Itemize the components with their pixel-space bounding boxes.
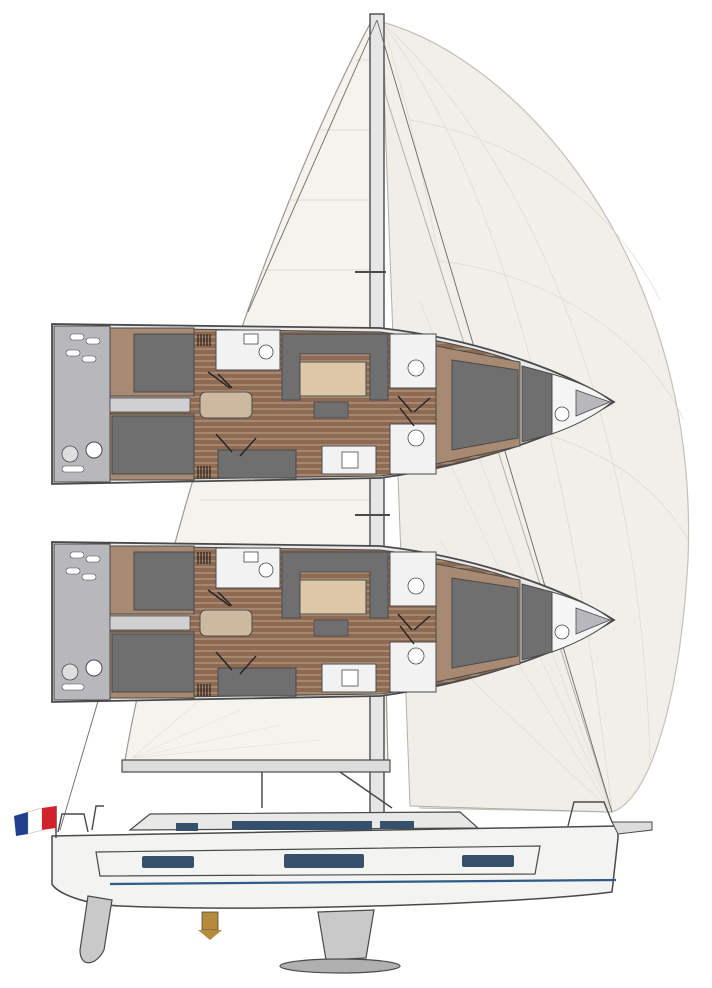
toilet-icon [258,344,274,360]
boom [121,759,393,809]
stern-cushion [85,337,101,345]
companionway-ladder [199,609,253,637]
saloon-sofa [281,333,389,401]
saloon-stool [313,401,349,419]
rudder [79,895,113,964]
stern-cushion [69,333,85,341]
toilet-icon [407,359,425,377]
stove-burner-icon [341,451,359,469]
stern-cushion [65,567,81,575]
door-swing [215,433,233,453]
winch-icon [61,663,79,681]
sink-icon [243,551,259,563]
galley-counter [217,667,297,697]
toilet-icon [407,577,425,595]
keel [279,909,401,974]
door-swing [413,397,431,413]
aft-berth-port [133,551,195,611]
door-swing [217,591,233,607]
aft-berth-port [133,333,195,393]
layout-lower [51,541,616,703]
door-swing [239,655,257,675]
stern-cushion [69,551,85,559]
saloon-table [299,361,367,397]
toilet-icon [407,429,425,447]
stern-deck [53,325,111,483]
galley-counter [217,449,297,479]
toilet-icon [554,624,570,640]
aft-berth-starboard [111,415,195,475]
hull-window [284,854,364,868]
stern-cushion [61,683,85,691]
stern-cushion [61,465,85,473]
door-swing [207,589,231,607]
door-swing [413,615,431,631]
bow-tip [575,389,612,417]
stern-cushion [81,573,97,581]
door-swing [207,371,231,389]
helm-wheel-icon [85,659,103,677]
stern-cushion [85,555,101,563]
bow-locker [521,583,553,661]
helm-wheel-icon [85,441,103,459]
stern-cushion [65,349,81,357]
aft-berth-starboard [111,633,195,693]
bow-tip [575,607,612,635]
door-swing [399,407,415,427]
engine-box [109,397,191,413]
propeller [198,911,222,940]
door-swing [397,613,413,631]
forward-berth [451,359,519,451]
stove-burner-icon [341,669,359,687]
door-swing [239,437,257,457]
sink-icon [243,333,259,345]
hull-profile [51,801,653,909]
toilet-icon [407,647,425,665]
stern-cushion [81,355,97,363]
bow-locker [521,365,553,443]
saloon-stool [313,619,349,637]
winch-icon [61,445,79,463]
saloon-table [299,579,367,615]
hull-window [142,856,194,868]
saloon-sofa [281,551,389,619]
door-swing [215,651,233,671]
door-swing [217,373,233,389]
door-swing [397,395,413,413]
companionway-ladder [199,391,253,419]
toilet-icon [258,562,274,578]
layout-upper [51,323,616,485]
door-swing [399,625,415,645]
french-flag [14,806,57,838]
stern-deck [53,543,111,701]
forward-berth [451,577,519,669]
hull-stripe [109,878,617,886]
hull-window [462,855,514,867]
toilet-icon [554,406,570,422]
engine-box [109,615,191,631]
